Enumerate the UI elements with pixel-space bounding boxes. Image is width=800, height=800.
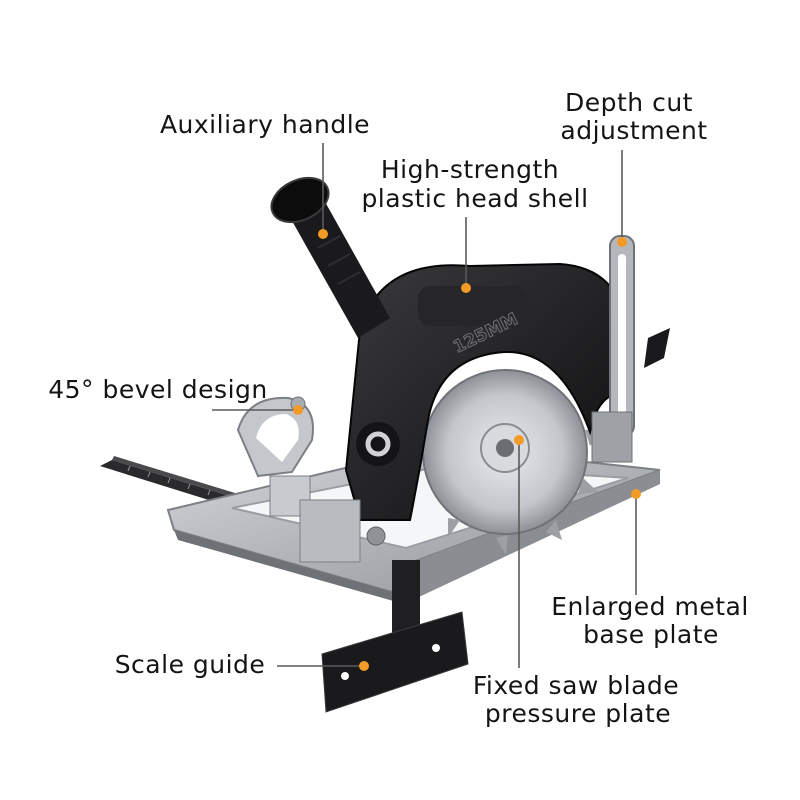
head-shell-guard: 125MM xyxy=(344,262,627,521)
callout-label-line2: plastic head shell xyxy=(361,184,588,213)
saw-attachment-illustration: 125MM xyxy=(100,176,670,713)
callout-dot xyxy=(617,237,627,247)
auxiliary-handle xyxy=(270,176,390,338)
callout-dot xyxy=(514,435,524,445)
callout-head-shell: High-strength plastic head shell xyxy=(361,155,588,293)
callout-dot xyxy=(318,229,328,239)
callout-label-line2: base plate xyxy=(583,620,719,649)
callout-depth-cut: Depth cut adjustment xyxy=(560,88,707,247)
callout-scale-guide: Scale guide xyxy=(115,650,369,679)
bevel-bracket xyxy=(236,396,386,563)
callout-label: Scale guide xyxy=(115,650,266,679)
scale-guide-bracket xyxy=(321,560,469,713)
callout-label-line1: Fixed saw blade xyxy=(473,671,679,700)
callout-label-line2: pressure plate xyxy=(485,699,671,728)
callout-dot xyxy=(293,405,303,415)
callout-label-line1: High-strength xyxy=(381,155,559,184)
callout-auxiliary-handle: Auxiliary handle xyxy=(160,110,370,239)
callout-label-line2: adjustment xyxy=(560,116,707,145)
depth-adjustment-bar xyxy=(591,235,670,463)
callout-pressure-plate: Fixed saw blade pressure plate xyxy=(473,435,679,728)
callout-label: Auxiliary handle xyxy=(160,110,370,139)
callout-dot xyxy=(631,489,641,499)
callout-bevel: 45° bevel design xyxy=(48,375,303,415)
callout-dot xyxy=(359,661,369,671)
callout-label-line1: Depth cut xyxy=(565,88,693,117)
callout-dot xyxy=(461,283,471,293)
callout-label: 45° bevel design xyxy=(48,375,268,404)
callout-base-plate: Enlarged metal base plate xyxy=(551,489,749,649)
callout-label-line1: Enlarged metal xyxy=(551,592,749,621)
